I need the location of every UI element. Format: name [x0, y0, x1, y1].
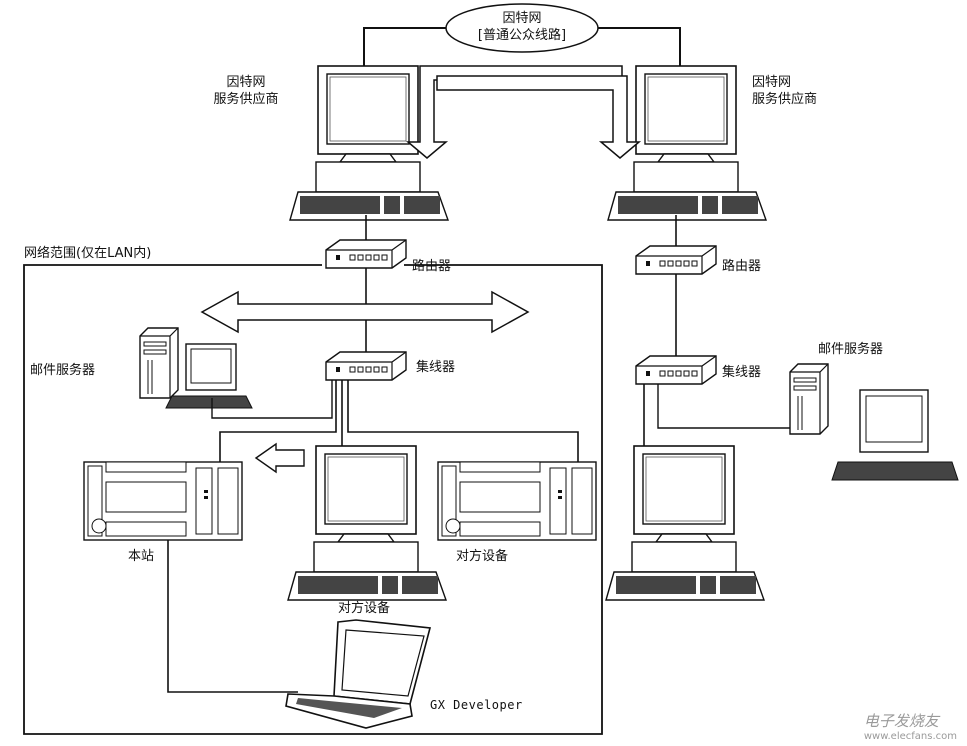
cable-hub-mailserver-left	[211, 380, 333, 419]
internet-label: 因特网 [普通公众线路]	[462, 10, 582, 44]
remote-device-computer	[287, 445, 447, 601]
mail-server-right-label: 邮件服务器	[818, 342, 884, 357]
flow-arrow-right-to-left	[405, 65, 623, 159]
gx-developer-laptop	[285, 619, 432, 729]
watermark-line2: www.elecfans.com	[863, 731, 957, 742]
hub-left-label: 集线器	[416, 360, 456, 375]
internet-label-line2: [普通公众线路]	[477, 28, 567, 43]
mail-server-left-keyboard	[165, 395, 253, 409]
flow-arrow-left-to-right	[436, 75, 642, 159]
watermark-line1: 电子发烧友	[863, 712, 939, 730]
link-cloud-isp-right	[598, 27, 681, 66]
lan-bus-arrow	[200, 290, 530, 334]
local-station-label: 本站	[128, 549, 155, 564]
remote-device-plc	[437, 461, 597, 541]
lan-boundary	[23, 264, 603, 735]
mail-server-right-keyboard	[831, 461, 959, 481]
router-left-device	[325, 239, 407, 269]
router-right-device	[635, 245, 717, 275]
internet-label-line1: 因特网	[502, 11, 542, 26]
isp-left-label-line2: 服务供应商	[213, 92, 279, 107]
watermark: 电子发烧友 www.elecfans.com	[864, 710, 957, 742]
remote-device-a-label: 对方设备	[456, 549, 509, 564]
link-cloud-isp-left	[363, 27, 446, 66]
cable-local-station-laptop	[167, 540, 298, 693]
remote-device-b-label: 对方设备	[338, 601, 391, 616]
gx-developer-label: GX Developer	[430, 698, 523, 712]
isp-left-label: 因特网 服务供应商	[206, 74, 286, 108]
right-lan-computer	[605, 445, 765, 601]
isp-left-label-line1: 因特网	[226, 75, 266, 90]
local-station-plc	[83, 461, 243, 541]
isp-right-label-line2: 服务供应商	[752, 92, 818, 107]
comm-direction-arrow	[254, 442, 305, 474]
mail-server-left-screen	[190, 348, 232, 384]
mail-server-right-screen	[865, 395, 923, 443]
hub-left-device	[325, 351, 407, 381]
router-right-label: 路由器	[722, 259, 762, 274]
lan-scope-label: 网络范围(仅在LAN内)	[24, 246, 152, 261]
mail-server-right-tower	[789, 363, 829, 435]
isp-right-label-line1: 因特网	[752, 75, 792, 90]
cable-hub-mailserver-right	[657, 384, 790, 429]
router-left-label: 路由器	[412, 259, 452, 274]
mail-server-left-tower	[139, 327, 179, 399]
hub-right-label: 集线器	[722, 365, 762, 380]
mail-server-left-label: 邮件服务器	[30, 363, 96, 378]
isp-right-label: 因特网 服务供应商	[752, 74, 817, 108]
hub-right-device	[635, 355, 717, 385]
